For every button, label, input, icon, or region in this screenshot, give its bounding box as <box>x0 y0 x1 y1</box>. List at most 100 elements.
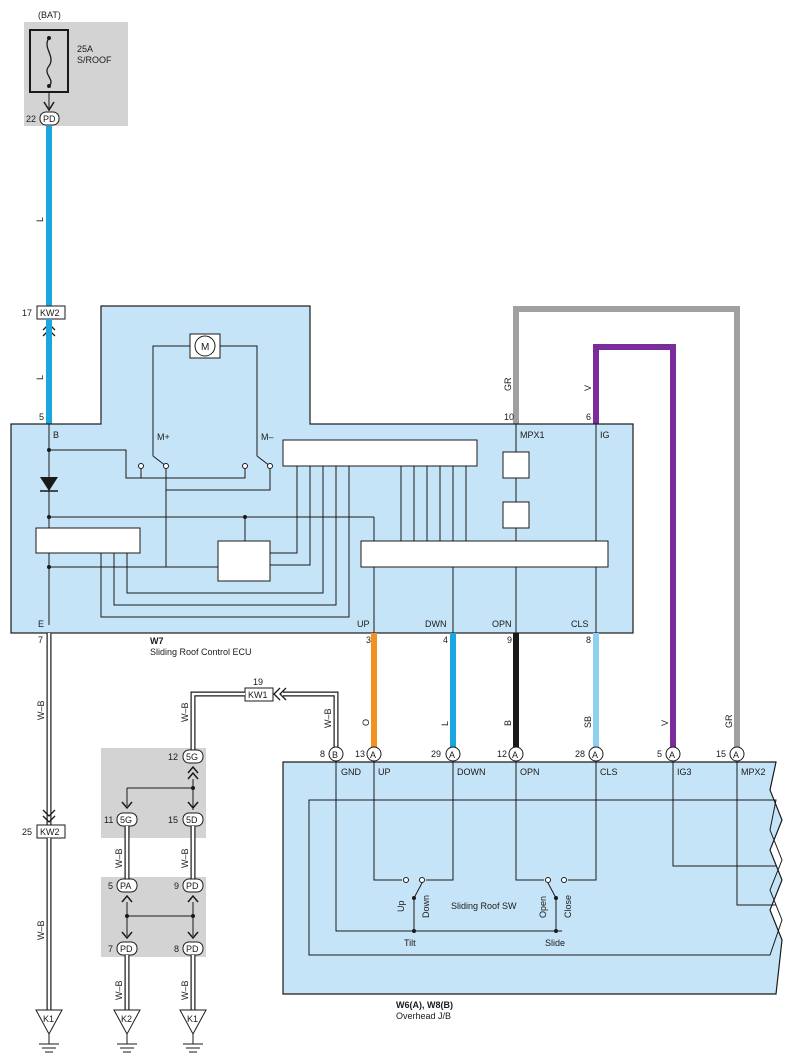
svg-text:15: 15 <box>168 815 178 825</box>
ecu-io-block <box>360 540 609 568</box>
svg-text:GR: GR <box>724 714 734 728</box>
svg-text:19: 19 <box>253 677 263 687</box>
svg-text:5D: 5D <box>186 815 198 825</box>
battery-label: (BAT) <box>38 10 61 20</box>
svg-text:A: A <box>592 750 598 760</box>
svg-text:Open: Open <box>538 896 548 918</box>
svg-text:B: B <box>332 750 338 760</box>
jb-terminal-cls: 28 A CLS <box>575 746 618 777</box>
connector-pd-fuse <box>39 111 60 126</box>
svg-text:5G: 5G <box>120 815 132 825</box>
svg-text:E: E <box>38 619 44 629</box>
svg-text:L: L <box>35 375 45 380</box>
svg-text:GR: GR <box>503 377 513 391</box>
svg-text:UP: UP <box>378 767 391 777</box>
svg-text:13: 13 <box>355 749 365 759</box>
svg-text:17: 17 <box>22 308 32 318</box>
svg-text:PD: PD <box>120 944 133 954</box>
svg-text:M: M <box>201 342 209 353</box>
svg-text:W–B: W–B <box>180 702 190 722</box>
svg-text:8: 8 <box>320 749 325 759</box>
svg-text:CLS: CLS <box>571 619 589 629</box>
svg-text:W–B: W–B <box>180 980 190 1000</box>
svg-text:DOWN: DOWN <box>457 767 486 777</box>
svg-text:9: 9 <box>507 635 512 645</box>
ecu-motor-housing <box>100 305 311 427</box>
svg-text:Close: Close <box>563 895 573 918</box>
ecu-control-block-left <box>35 527 141 554</box>
ecu-mpx-block-2 <box>502 501 530 529</box>
diode-icon <box>40 477 58 491</box>
ecu-mpx-block <box>502 451 530 479</box>
fuse-block-shade <box>24 22 128 126</box>
motor-icon <box>194 335 216 357</box>
svg-text:29: 29 <box>431 749 441 759</box>
svg-text:B: B <box>53 430 59 440</box>
svg-text:15: 15 <box>716 749 726 759</box>
svg-text:L: L <box>35 217 45 222</box>
ecu-code: W7 <box>150 636 164 646</box>
svg-text:SB: SB <box>583 716 593 728</box>
svg-text:Tilt: Tilt <box>404 938 416 948</box>
jb-name: Overhead J/B <box>396 1011 451 1021</box>
jb-terminal-mpx2: 15 A MPX2 <box>716 746 766 777</box>
svg-text:PD: PD <box>186 944 199 954</box>
inline-connector-icon <box>42 809 56 823</box>
svg-text:W–B: W–B <box>36 920 46 940</box>
svg-text:OPN: OPN <box>492 619 512 629</box>
junction-block-box <box>282 761 783 995</box>
svg-text:Down: Down <box>421 895 431 918</box>
svg-text:PD: PD <box>43 114 56 124</box>
svg-text:10: 10 <box>504 412 514 422</box>
svg-text:W–B: W–B <box>36 700 46 720</box>
wire-wb-jb-gnd <box>283 692 338 752</box>
ground-k1-left: K1 <box>35 1009 63 1053</box>
connector-5g-top <box>182 749 204 764</box>
svg-text:MPX2: MPX2 <box>741 767 766 777</box>
svg-text:W–B: W–B <box>114 980 124 1000</box>
ecu-logic-block <box>217 540 271 582</box>
svg-text:22: 22 <box>26 114 36 124</box>
ground-k1-right: K1 <box>179 1009 207 1053</box>
svg-text:KW2: KW2 <box>40 827 60 837</box>
svg-text:8: 8 <box>174 944 179 954</box>
svg-text:A: A <box>669 750 675 760</box>
svg-text:W–B: W–B <box>114 848 124 868</box>
svg-text:V: V <box>660 720 670 726</box>
inline-connector-icon <box>273 687 287 701</box>
svg-text:3: 3 <box>366 635 371 645</box>
svg-text:8: 8 <box>586 635 591 645</box>
svg-text:28: 28 <box>575 749 585 759</box>
svg-text:5: 5 <box>39 412 44 422</box>
svg-text:W–B: W–B <box>180 848 190 868</box>
svg-text:Slide: Slide <box>545 938 565 948</box>
svg-text:B: B <box>503 720 513 726</box>
svg-text:5: 5 <box>657 749 662 759</box>
svg-text:A: A <box>370 750 376 760</box>
svg-text:A: A <box>512 750 518 760</box>
svg-text:9: 9 <box>174 881 179 891</box>
svg-text:IG3: IG3 <box>677 767 692 777</box>
svg-text:W–B: W–B <box>323 708 333 728</box>
svg-text:Up: Up <box>396 900 406 912</box>
svg-text:5G: 5G <box>186 752 198 762</box>
connector-arrow-icon <box>43 101 55 112</box>
svg-text:12: 12 <box>168 752 178 762</box>
jb-code: W6(A), W8(B) <box>396 1000 453 1010</box>
fuse-name: S/ROOF <box>77 55 112 65</box>
svg-text:7: 7 <box>108 944 113 954</box>
svg-text:12: 12 <box>497 749 507 759</box>
svg-text:M+: M+ <box>157 432 170 442</box>
svg-text:25: 25 <box>22 827 32 837</box>
svg-text:KW2: KW2 <box>40 308 60 318</box>
wire-gr-mpx <box>513 306 740 752</box>
svg-text:K1: K1 <box>187 1014 198 1024</box>
fuse-rating: 25A <box>77 44 93 54</box>
svg-text:IG: IG <box>600 430 610 440</box>
sliding-roof-switch-slide <box>545 877 567 931</box>
svg-text:CLS: CLS <box>600 767 618 777</box>
wire-v-ig <box>593 344 676 752</box>
svg-text:O: O <box>361 719 371 726</box>
svg-text:K1: K1 <box>43 1014 54 1024</box>
